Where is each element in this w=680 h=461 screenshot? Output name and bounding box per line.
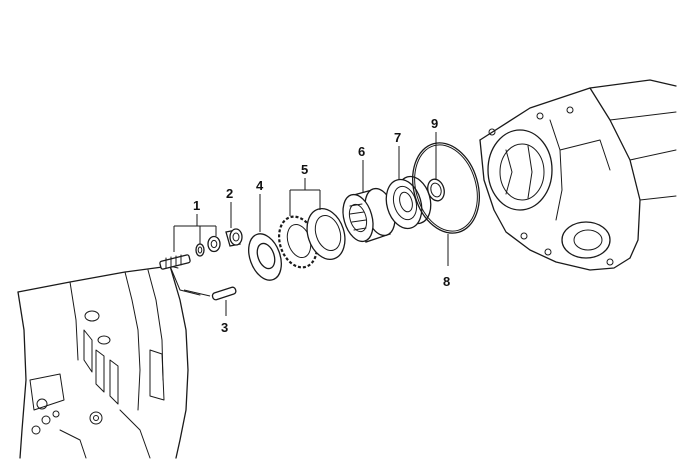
part-1-stud-washer-nut (159, 235, 221, 270)
callout-2: 2 (226, 186, 233, 201)
part-8-o-ring (412, 142, 480, 234)
part-4-thrust-washer (248, 233, 282, 281)
callout-9: 9 (431, 116, 438, 131)
callout-3: 3 (221, 320, 228, 335)
callout-8: 8 (443, 274, 450, 289)
part-5-needle-bearing (277, 208, 346, 269)
leader-lines (173, 132, 449, 316)
part-2-nut (225, 228, 243, 247)
callout-6: 6 (358, 144, 365, 159)
transmission-housing (17, 265, 201, 459)
part-3-dowel-pin (211, 286, 237, 301)
callout-1: 1 (193, 198, 200, 213)
callout-labels: 1 2 3 4 5 6 7 8 9 (193, 116, 450, 335)
callout-7: 7 (394, 130, 401, 145)
callout-5: 5 (301, 162, 308, 177)
part-7-bearing (385, 175, 432, 230)
callout-4: 4 (256, 178, 264, 193)
part-9-seal-ring (427, 178, 445, 202)
transfer-case-housing (479, 79, 677, 271)
